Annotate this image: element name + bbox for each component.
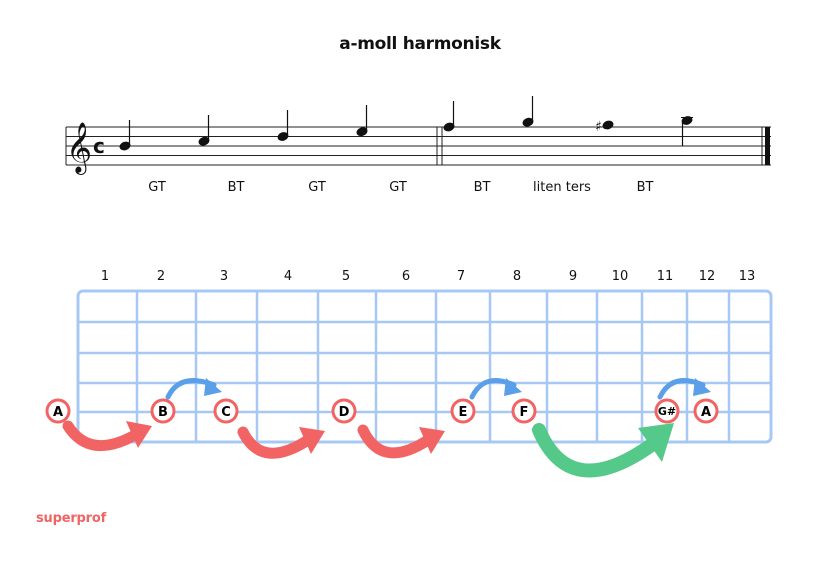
- fret-number: 7: [456, 269, 466, 284]
- interval-label: BT: [473, 180, 491, 195]
- fret-number: 2: [156, 269, 166, 284]
- fretboard: A B C D E F G# A: [45, 289, 773, 478]
- svg-text:A: A: [701, 405, 711, 420]
- half-tone-arrow: [165, 378, 222, 400]
- fret-number: 9: [568, 269, 578, 284]
- svg-text:C: C: [221, 405, 231, 420]
- note-d: [356, 105, 368, 137]
- note-b: [198, 115, 210, 146]
- note-c: [277, 110, 289, 141]
- svg-text:B: B: [158, 405, 168, 420]
- brand-logo: superprof: [36, 511, 107, 526]
- note-marker-g-sharp: G#: [654, 398, 680, 424]
- fret-number: 10: [611, 269, 629, 284]
- fret-number: 1: [100, 269, 110, 284]
- note-marker-e: E: [450, 398, 476, 424]
- sharp-icon: ♯: [595, 119, 602, 135]
- interval-label: liten ters: [533, 180, 591, 195]
- note-f: [522, 96, 534, 127]
- note-marker-a-octave: A: [693, 398, 719, 424]
- whole-tone-arrow: [237, 426, 325, 459]
- interval-label: BT: [636, 180, 654, 195]
- fret-number: 5: [341, 269, 351, 284]
- note-e: [443, 101, 455, 132]
- note-a-high: [681, 116, 693, 146]
- interval-label: BT: [227, 180, 245, 195]
- fret-number: 13: [738, 269, 756, 284]
- fret-number: 3: [219, 269, 229, 284]
- interval-label: GT: [389, 180, 407, 195]
- note-g-sharp: [602, 120, 614, 130]
- svg-text:F: F: [520, 405, 529, 420]
- fret-number: 12: [698, 269, 716, 284]
- fret-number: 11: [656, 269, 674, 284]
- note-marker-c: C: [213, 398, 239, 424]
- half-tone-arrow: [657, 378, 711, 400]
- interval-label: GT: [148, 180, 166, 195]
- page-title: a-moll harmonisk: [339, 34, 501, 54]
- treble-clef-icon: 𝄞: [66, 122, 92, 175]
- svg-text:E: E: [459, 405, 468, 420]
- whole-tone-arrow: [62, 420, 152, 452]
- svg-text:G#: G#: [658, 405, 676, 418]
- half-tone-arrow: [469, 378, 522, 400]
- fret-number: 6: [401, 269, 411, 284]
- music-staff: 𝄞 c ♯: [65, 96, 771, 175]
- fret-number: 8: [512, 269, 522, 284]
- time-signature: c: [93, 134, 105, 158]
- interval-label: GT: [308, 180, 326, 195]
- note-marker-f: F: [511, 398, 537, 424]
- fret-number: 4: [283, 269, 293, 284]
- note-marker-a: A: [45, 398, 71, 424]
- svg-text:D: D: [339, 405, 350, 420]
- note-a: [119, 120, 131, 151]
- svg-text:A: A: [53, 405, 63, 420]
- note-marker-b: B: [150, 398, 176, 424]
- whole-tone-arrow: [357, 424, 445, 459]
- note-marker-d: D: [331, 398, 357, 424]
- minor-third-arrow: [532, 423, 674, 478]
